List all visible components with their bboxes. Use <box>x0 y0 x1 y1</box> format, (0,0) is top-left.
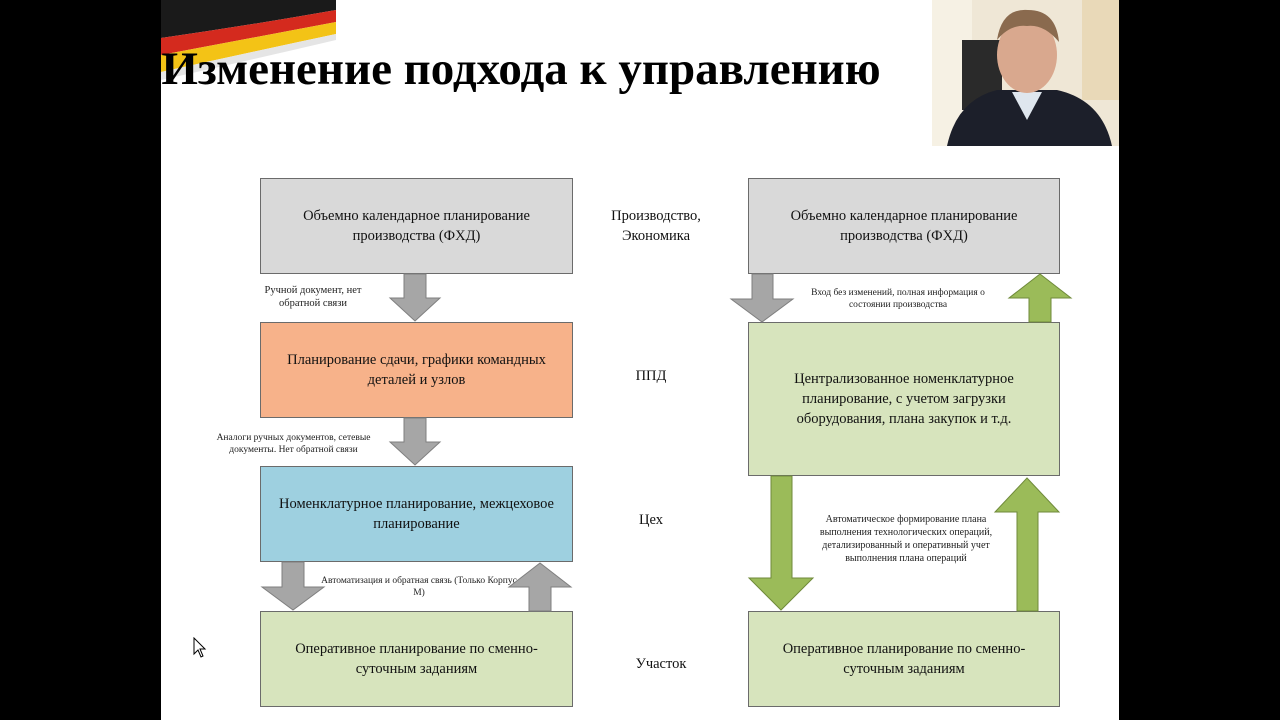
left-box-volume-planning-text: Объемно календарное планирование произво… <box>303 208 530 244</box>
presenter-webcam-overlay <box>932 0 1119 146</box>
right-box-volume-planning-text: Объемно календарное планирование произво… <box>790 208 1018 244</box>
left-box-nomenclature-planning: Номенклатурное планирование, межцеховое … <box>260 466 573 562</box>
left-box-operational-planning-text: Оперативное планирование по сменно-суточ… <box>295 641 538 677</box>
left-note-automation: Автоматизация и обратная связь (Только К… <box>321 576 517 598</box>
right-box-centralized-planning: Централизованное номенклатурное планиров… <box>748 322 1060 476</box>
right-box-volume-planning: Объемно календарное планирование произво… <box>748 178 1060 274</box>
german-flag-icon <box>161 0 336 80</box>
right-note-input: Вход без изменений, полная информация о … <box>811 288 985 310</box>
level-label-section: Участок <box>635 656 687 672</box>
left-arrow-down-3 <box>260 561 326 611</box>
left-note-manual-document: Ручной документ, нет обратной связи <box>264 285 362 309</box>
left-arrow-down-2 <box>388 417 442 466</box>
left-box-volume-planning: Объемно календарное планирование произво… <box>260 178 573 274</box>
left-arrow-down-1 <box>388 273 442 322</box>
right-arrow-up-top <box>1007 273 1073 323</box>
left-box-delivery-planning-text: Планирование сдачи, графики командных де… <box>287 352 546 388</box>
right-box-operational-planning: Оперативное планирование по сменно-суточ… <box>748 611 1060 707</box>
right-arrow-down-gray <box>729 273 795 323</box>
right-box-centralized-planning-text: Централизованное номенклатурное планиров… <box>794 371 1014 427</box>
right-note-automatic: Автоматическое формирование плана выполн… <box>819 514 993 564</box>
mouse-cursor-icon <box>193 637 207 658</box>
right-box-operational-planning-text: Оперативное планирование по сменно-суточ… <box>782 641 1026 677</box>
level-label-ppd: ППД <box>635 368 667 384</box>
left-box-delivery-planning: Планирование сдачи, графики командных де… <box>260 322 573 418</box>
level-label-shop: Цех <box>639 512 663 528</box>
left-box-operational-planning: Оперативное планирование по сменно-суточ… <box>260 611 573 707</box>
level-label-production: Производство, Экономика <box>611 208 701 244</box>
left-box-nomenclature-planning-text: Номенклатурное планирование, межцеховое … <box>279 496 554 532</box>
left-note-analogs: Аналоги ручных документов, сетевые докум… <box>216 433 371 455</box>
slide-title: Изменение подхода к управлению <box>161 43 881 95</box>
presentation-slide: Изменение подхода к управлению Объемно к… <box>161 0 1119 720</box>
